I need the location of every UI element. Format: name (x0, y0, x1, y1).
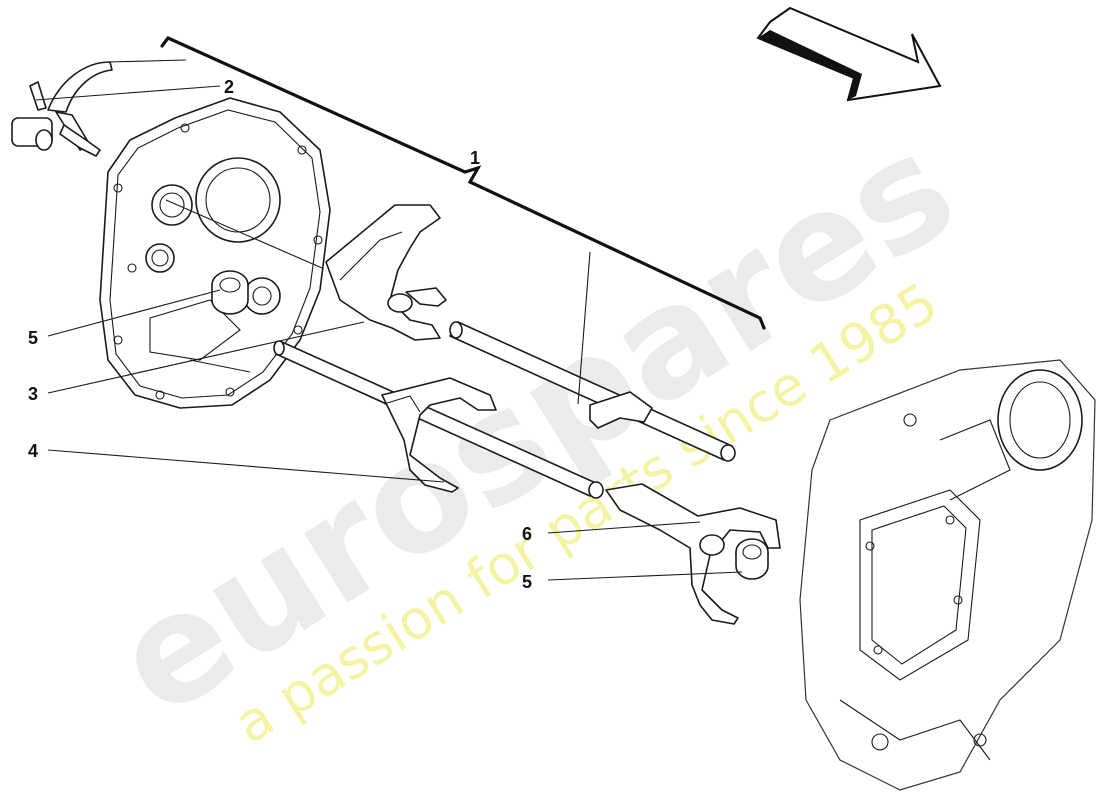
selector-fork-4 (381, 377, 497, 493)
selector-fork-2 (11, 61, 113, 157)
transmission-case-cover (99, 97, 331, 409)
callout-1: 1 (470, 148, 480, 168)
callout-5-left: 5 (28, 328, 38, 348)
selector-shaft-short (449, 321, 736, 462)
needle-bearing-5-right (735, 538, 769, 580)
leader-lines (35, 59, 743, 581)
gearbox-housing (799, 359, 1096, 791)
callout-labels: 1 2 5 3 4 6 5 (28, 77, 532, 592)
selector-fork-3 (325, 204, 447, 341)
assembly-bracket-1 (160, 36, 766, 405)
callout-3: 3 (28, 384, 38, 404)
callout-2: 2 (224, 77, 234, 97)
callout-5-right: 5 (522, 572, 532, 592)
callout-4: 4 (28, 441, 38, 461)
direction-arrow-icon (756, 6, 942, 102)
selector-fork-6 (605, 483, 781, 625)
callout-6: 6 (522, 524, 532, 544)
selector-shaft-long (273, 340, 604, 499)
needle-bearing-5-left (211, 270, 249, 315)
